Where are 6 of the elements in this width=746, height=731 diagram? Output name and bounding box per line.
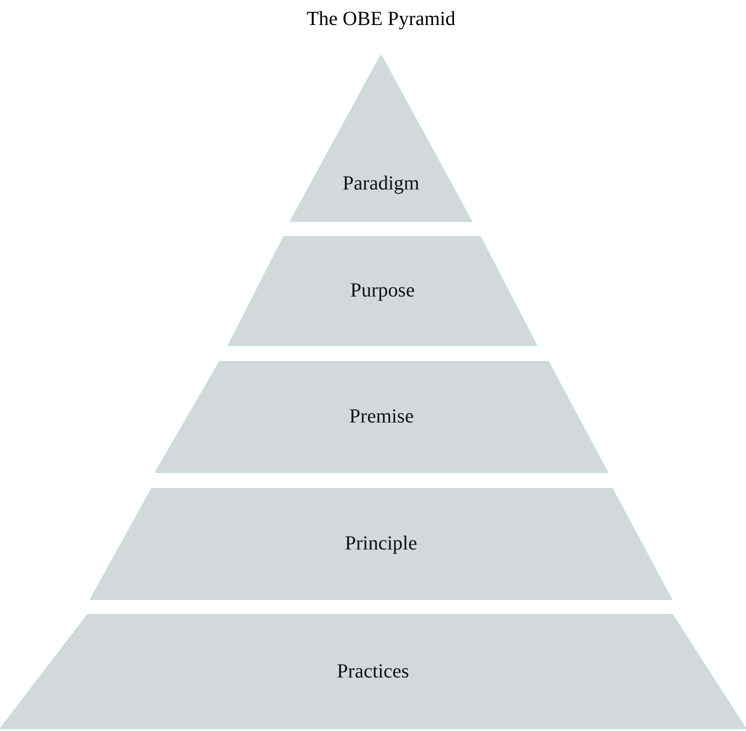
tier-label: Purpose <box>350 280 415 302</box>
tier-label: Practices <box>336 660 410 683</box>
tier-label: Paradigm <box>342 172 420 196</box>
tier-label: Premise <box>349 406 414 428</box>
tier-label: Principle <box>344 532 418 556</box>
diagram-title: The OBE Pyramid <box>306 8 456 31</box>
